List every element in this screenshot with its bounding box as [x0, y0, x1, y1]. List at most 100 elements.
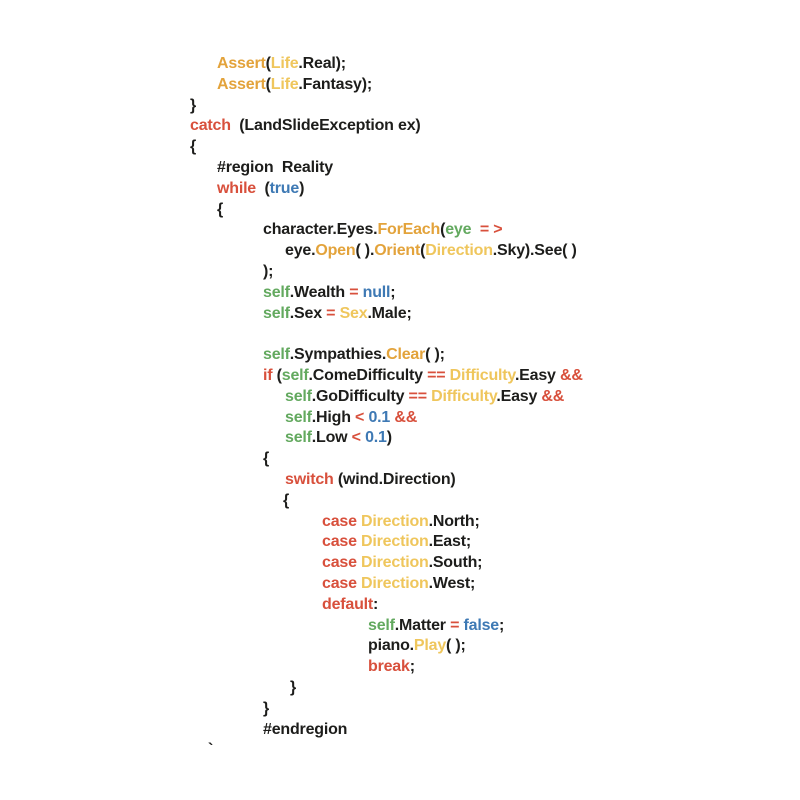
- code-token: piano.: [368, 637, 414, 655]
- code-line: while (true): [0, 179, 800, 200]
- code-line: case Direction.North;: [0, 512, 800, 533]
- code-line: #region Reality: [0, 158, 800, 179]
- code-token: self: [263, 304, 290, 322]
- code-token: false: [463, 616, 500, 634]
- code-token: &&: [394, 408, 418, 426]
- code-token: .Easy: [496, 387, 542, 405]
- code-token: 0.1: [365, 429, 387, 447]
- code-token: .Wealth: [289, 283, 350, 301]
- code-token: .North;: [428, 512, 480, 530]
- code-token: .East;: [428, 533, 472, 551]
- code-token: <: [355, 408, 365, 426]
- code-token: ( );: [425, 346, 445, 364]
- code-token: .Real);: [298, 55, 346, 72]
- code-token: =: [349, 283, 359, 301]
- code-token: .Sympathies.: [289, 346, 387, 364]
- code-line: self.High < 0.1 &&: [0, 408, 800, 429]
- code-token: =: [450, 616, 460, 634]
- code-token: {: [283, 491, 290, 509]
- code-token: .ComeDifficulty: [308, 366, 428, 384]
- code-token: .South;: [428, 554, 483, 572]
- code-line: character.Eyes.ForEach(eye = >: [0, 220, 800, 241]
- code-line: default:: [0, 595, 800, 616]
- code-token: &&: [560, 366, 583, 384]
- code-token: {: [217, 200, 224, 218]
- code-token: case: [322, 512, 357, 530]
- code-token: <: [351, 429, 361, 447]
- code-line: self.Sex = Sex.Male;: [0, 304, 800, 325]
- code-token: ): [299, 179, 305, 197]
- code-token: self: [281, 366, 309, 384]
- code-line: break;: [0, 657, 800, 678]
- code-token: (: [440, 221, 446, 239]
- code-token: = >: [479, 221, 503, 239]
- code-token: ( );: [446, 637, 466, 655]
- code-token: 0.1: [368, 408, 391, 426]
- code-token: (: [265, 55, 271, 72]
- code-token: Orient: [374, 242, 421, 260]
- code-line: {: [0, 137, 800, 158]
- code-token: default: [322, 595, 374, 613]
- code-line: {: [0, 491, 800, 512]
- code-token: }: [263, 699, 270, 717]
- code-line: [0, 324, 800, 345]
- code-line: eye.Open( ).Orient(Direction.Sky).See( ): [0, 241, 800, 262]
- code-token: self: [263, 346, 290, 364]
- code-token: Sex: [339, 304, 368, 322]
- code-token: null: [362, 283, 391, 301]
- code-line: catch (LandSlideException ex): [0, 116, 800, 137]
- code-token: Difficulty: [449, 366, 515, 384]
- code-token: #region Reality: [217, 158, 333, 176]
- code-token: if: [263, 366, 273, 384]
- code-token: Direction: [361, 574, 429, 592]
- code-token: ): [386, 429, 392, 447]
- code-token: Clear: [386, 346, 426, 364]
- code-line: case Direction.East;: [0, 532, 800, 553]
- code-token: Difficulty: [431, 387, 497, 405]
- code-token: .Easy: [514, 366, 560, 384]
- code-token: ;: [390, 283, 396, 301]
- code-token: Direction: [361, 512, 429, 530]
- code-line: }: [0, 678, 800, 699]
- code-token: :: [373, 595, 379, 613]
- code-token: ==: [427, 366, 446, 384]
- code-line: {: [0, 200, 800, 221]
- code-token: {: [263, 450, 270, 468]
- code-token: #endregion: [263, 720, 348, 738]
- code-token: Direction: [361, 554, 429, 572]
- code-token: case: [322, 533, 357, 551]
- code-line: self.Low < 0.1): [0, 428, 800, 449]
- code-token: ;: [409, 658, 415, 676]
- code-line: self.GoDifficulty == Difficulty.Easy &&: [0, 387, 800, 408]
- code-token: ( ).: [355, 242, 375, 260]
- code-line: if (self.ComeDifficulty == Difficulty.Ea…: [0, 366, 800, 387]
- code-line: self.Sympathies.Clear( );: [0, 345, 800, 366]
- code-token: self: [285, 387, 312, 405]
- code-token: (: [256, 179, 270, 197]
- code-line: self.Wealth = null;: [0, 283, 800, 304]
- code-token: Life: [270, 55, 299, 72]
- code-token: ;: [498, 616, 505, 634]
- code-token: (: [265, 75, 271, 93]
- code-token: Assert: [217, 55, 266, 72]
- code-token: [471, 221, 480, 238]
- code-token: break: [368, 658, 410, 676]
- code-token: Direction: [361, 533, 429, 551]
- code-line: }: [0, 699, 800, 720]
- code-token: Open: [315, 242, 356, 260]
- code-token: {: [190, 138, 197, 156]
- code-token: character.Eyes.: [263, 221, 378, 239]
- code-line: {: [0, 449, 800, 470]
- code-line: switch (wind.Direction): [0, 470, 800, 491]
- code-token: self: [263, 283, 290, 301]
- code-token: eye: [445, 221, 472, 239]
- code-line: #endregion: [0, 720, 800, 741]
- code-token: eye.: [285, 242, 316, 260]
- code-token: }: [290, 678, 297, 696]
- code-token: .Sex: [289, 304, 327, 322]
- code-token: case: [322, 554, 357, 572]
- code-line: piano.Play( );: [0, 636, 800, 657]
- code-token: catch: [190, 117, 231, 135]
- code-token: }: [190, 96, 197, 114]
